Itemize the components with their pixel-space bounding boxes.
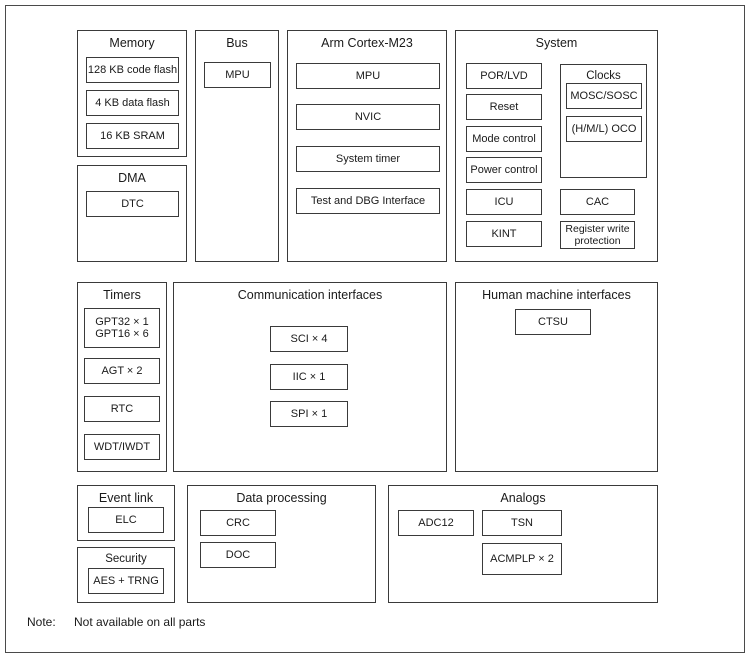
hmi-title: Human machine interfaces: [482, 288, 631, 302]
clocks-block: Clocks MOSC/SOSC (H/M/L) OCO: [560, 64, 647, 178]
power-control-box: Power control: [466, 157, 542, 183]
analogs-title: Analogs: [500, 491, 546, 505]
tsn-box: TSN: [482, 510, 562, 536]
spi-box: SPI × 1: [270, 401, 348, 427]
gpt-box: GPT32 × 1 GPT16 × 6: [84, 308, 160, 348]
mosc-sosc-box: MOSC/SOSC: [566, 83, 642, 109]
doc-box: DOC: [200, 542, 276, 568]
system-title: System: [535, 36, 578, 50]
ctsu-box: CTSU: [515, 309, 591, 335]
data-processing-block: Data processing CRC DOC: [187, 485, 376, 603]
clocks-title: Clocks: [586, 70, 621, 82]
memory-block: Memory 128 KB code flash 4 KB data flash…: [77, 30, 187, 157]
rtc-box: RTC: [84, 396, 160, 422]
analogs-block: Analogs ADC12 TSN ACMPLP × 2: [388, 485, 658, 603]
security-block: Security AES + TRNG: [77, 547, 175, 603]
memory-title: Memory: [109, 36, 155, 50]
system-block: System POR/LVD Reset Mode control Power …: [455, 30, 658, 262]
cpu-mpu-box: MPU: [296, 63, 440, 89]
cpu-title: Arm Cortex-M23: [321, 36, 413, 50]
bus-block: Bus MPU: [195, 30, 279, 262]
event-link-title: Event link: [98, 491, 154, 505]
reset-box: Reset: [466, 94, 542, 120]
agt-box: AGT × 2: [84, 358, 160, 384]
por-lvd-box: POR/LVD: [466, 63, 542, 89]
oco-box: (H/M/L) OCO: [566, 116, 642, 142]
icu-box: ICU: [466, 189, 542, 215]
debug-interface-box: Test and DBG Interface: [296, 188, 440, 214]
system-timer-box: System timer: [296, 146, 440, 172]
wdt-iwdt-box: WDT/IWDT: [84, 434, 160, 460]
dma-block: DMA DTC: [77, 165, 187, 262]
code-flash-box: 128 KB code flash: [86, 57, 179, 83]
timers-title: Timers: [103, 288, 141, 302]
timers-block: Timers GPT32 × 1 GPT16 × 6 AGT × 2 RTC W…: [77, 282, 167, 472]
bus-title: Bus: [226, 36, 248, 50]
data-flash-box: 4 KB data flash: [86, 90, 179, 116]
cac-box: CAC: [560, 189, 635, 215]
note-label: Note:: [27, 615, 56, 629]
acmplp-box: ACMPLP × 2: [482, 543, 562, 575]
communication-interfaces-block: Communication interfaces SCI × 4 IIC × 1…: [173, 282, 447, 472]
iic-box: IIC × 1: [270, 364, 348, 390]
cpu-block: Arm Cortex-M23 MPU NVIC System timer Tes…: [287, 30, 447, 262]
adc12-box: ADC12: [398, 510, 474, 536]
security-title: Security: [105, 553, 147, 565]
sci-box: SCI × 4: [270, 326, 348, 352]
diagram-frame: [5, 5, 745, 653]
crc-box: CRC: [200, 510, 276, 536]
dma-title: DMA: [118, 171, 146, 185]
comm-title: Communication interfaces: [237, 288, 383, 302]
aes-trng-box: AES + TRNG: [88, 568, 164, 594]
elc-box: ELC: [88, 507, 164, 533]
mode-control-box: Mode control: [466, 126, 542, 152]
dtc-box: DTC: [86, 191, 179, 217]
bus-mpu-box: MPU: [204, 62, 271, 88]
kint-box: KINT: [466, 221, 542, 247]
hmi-block: Human machine interfaces CTSU: [455, 282, 658, 472]
nvic-box: NVIC: [296, 104, 440, 130]
sram-box: 16 KB SRAM: [86, 123, 179, 149]
data-processing-title: Data processing: [236, 491, 327, 505]
register-write-protection-box: Register write protection: [560, 221, 635, 249]
event-link-block: Event link ELC: [77, 485, 175, 541]
note-text: Not available on all parts: [74, 615, 206, 629]
